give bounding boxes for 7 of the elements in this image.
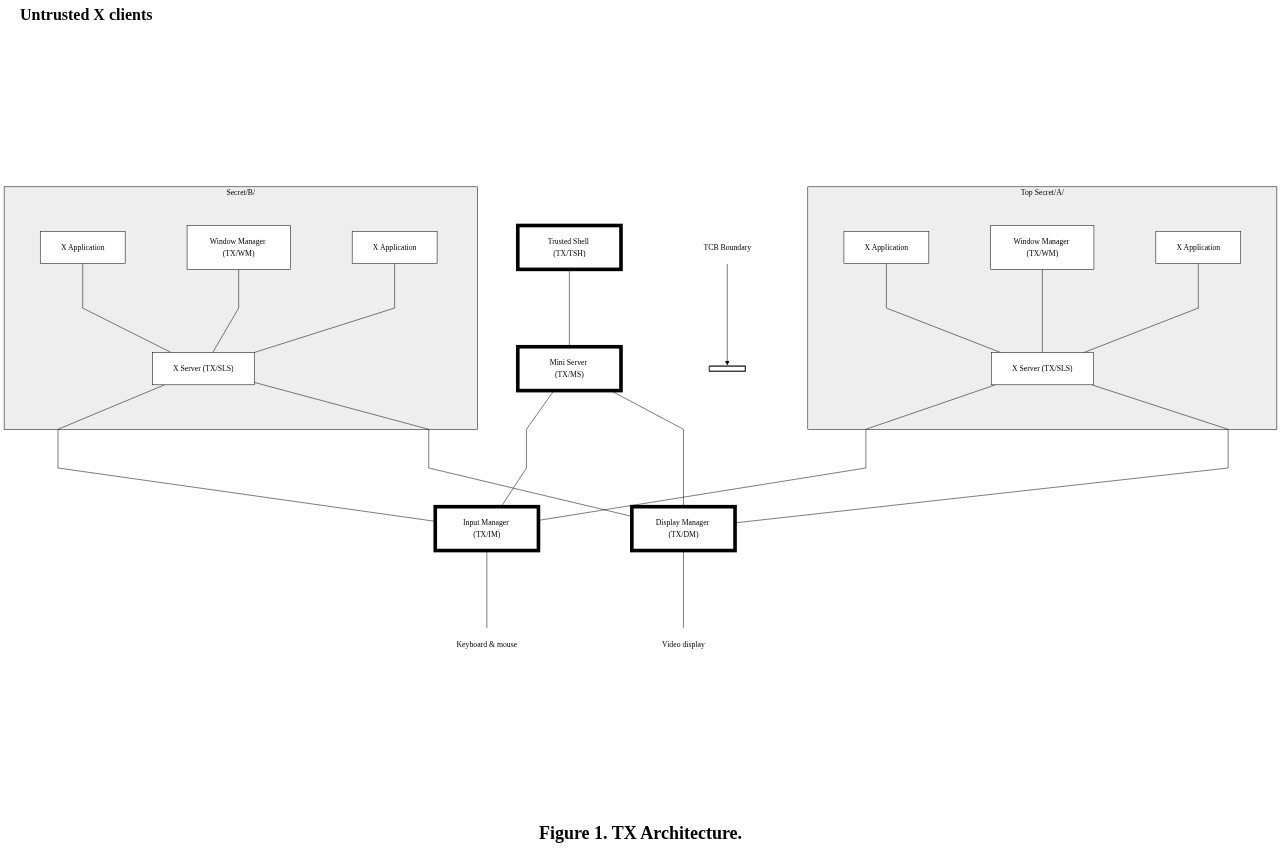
connector xyxy=(569,269,570,347)
connector xyxy=(486,550,488,629)
connector xyxy=(500,390,555,507)
figure-caption: Figure 1. TX Architecture. xyxy=(538,823,743,844)
side-note: Untrusted X clients xyxy=(20,6,153,24)
connector xyxy=(253,263,395,353)
connector xyxy=(683,550,684,629)
